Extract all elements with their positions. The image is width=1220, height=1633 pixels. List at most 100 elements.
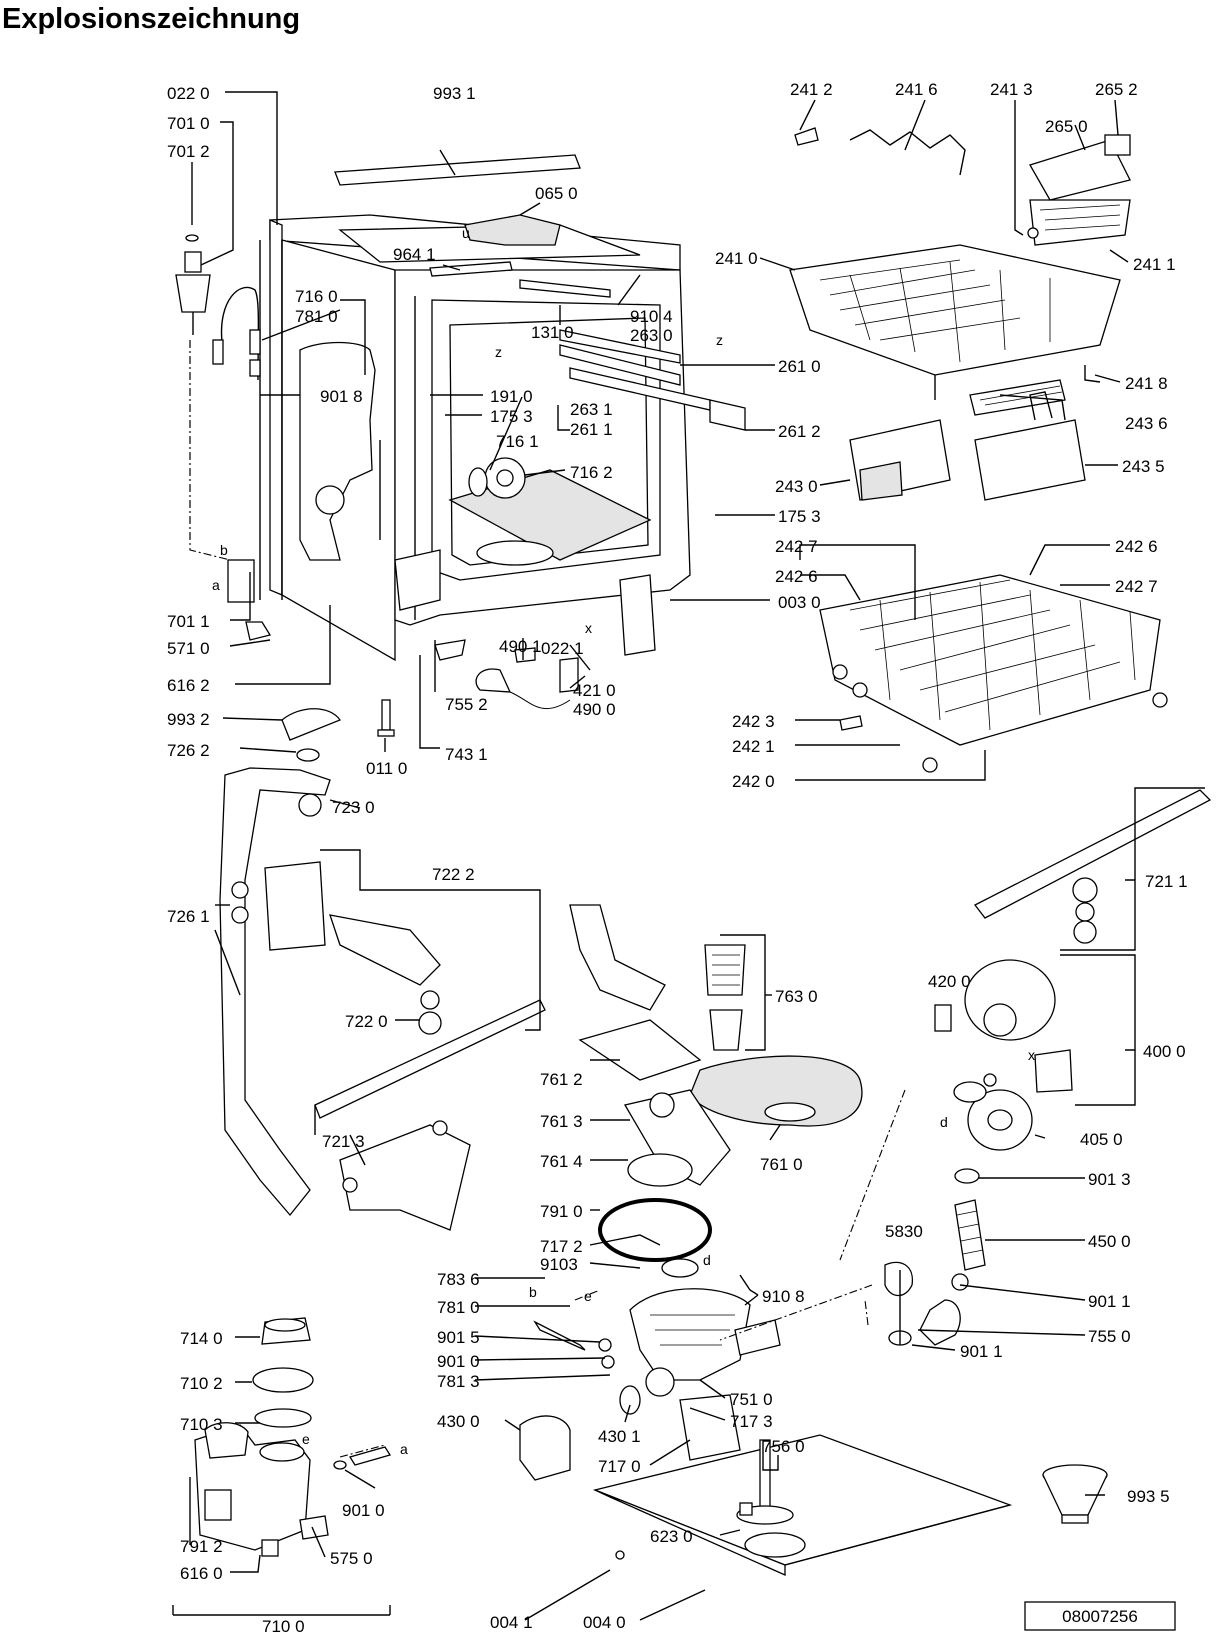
callout-781-0b: 781 0 bbox=[437, 1298, 480, 1317]
strip-964-1 bbox=[429, 261, 513, 277]
callout-993-5: 993 5 bbox=[1127, 1487, 1170, 1506]
callout-717-3: 717 3 bbox=[730, 1412, 773, 1431]
letter-markers: b a z z x x d d b e e a u bbox=[212, 225, 1035, 1457]
callout-901-0b: 901 0 bbox=[342, 1501, 385, 1520]
leader-dashed bbox=[719, 1284, 873, 1341]
spray-pipe-drawing bbox=[219, 748, 546, 1231]
callout-242-7a: 242 7 bbox=[775, 537, 818, 556]
marker-e: e bbox=[584, 1288, 592, 1304]
callout-430-1: 430 1 bbox=[598, 1427, 641, 1446]
callout-243-5: 243 5 bbox=[1122, 457, 1165, 476]
callout-623-0: 623 0 bbox=[650, 1527, 693, 1546]
callout-421-0: 421 0 bbox=[573, 681, 616, 700]
callout-761-3: 761 3 bbox=[540, 1112, 583, 1131]
callout-003-0: 003 0 bbox=[778, 593, 821, 612]
leader-dashed bbox=[864, 1299, 869, 1326]
callout-004-1: 004 1 bbox=[490, 1613, 533, 1632]
drawing-number: 08007256 bbox=[1062, 1607, 1138, 1626]
sump-assembly-drawing bbox=[519, 904, 863, 1481]
callout-910-4: 910 4 bbox=[630, 307, 673, 326]
callout-722-2: 722 2 bbox=[432, 865, 475, 884]
callout-261-1: 261 1 bbox=[570, 420, 613, 439]
callout-901-3: 901 3 bbox=[1088, 1170, 1131, 1189]
callout-241-1: 241 1 bbox=[1133, 255, 1176, 274]
callout-993-1: 993 1 bbox=[433, 84, 476, 103]
callout-901-0a: 901 0 bbox=[437, 1352, 480, 1371]
callout-717-0: 717 0 bbox=[598, 1457, 641, 1476]
leader-dashed bbox=[839, 1089, 906, 1261]
marker-x: x bbox=[1028, 1047, 1035, 1063]
callout-131-0: 131 0 bbox=[531, 323, 574, 342]
callout-616-2: 616 2 bbox=[167, 676, 210, 695]
callout-910-8: 910 8 bbox=[762, 1287, 805, 1306]
callout-722-0: 722 0 bbox=[345, 1012, 388, 1031]
callout-701-0: 701 0 bbox=[167, 114, 210, 133]
callout-993-2: 993 2 bbox=[167, 710, 210, 729]
callout-242-0: 242 0 bbox=[732, 772, 775, 791]
callout-791-2: 791 2 bbox=[180, 1537, 223, 1556]
marker-z: z bbox=[716, 332, 723, 348]
callout-791-0: 791 0 bbox=[540, 1202, 583, 1221]
callout-241-2: 241 2 bbox=[790, 80, 833, 99]
marker-u: u bbox=[462, 225, 470, 241]
callout-243-6: 243 6 bbox=[1125, 414, 1168, 433]
water-softener-drawing bbox=[194, 1317, 392, 1557]
callout-575-0: 575 0 bbox=[330, 1549, 373, 1568]
callout-714-0: 714 0 bbox=[180, 1329, 223, 1348]
callout-5830: 5830 bbox=[885, 1222, 923, 1241]
bracket-261-2 bbox=[709, 399, 746, 431]
callout-710-2: 710 2 bbox=[180, 1374, 223, 1393]
callout-022-1: 022 1 bbox=[541, 639, 584, 658]
strip-131-0 bbox=[519, 279, 611, 298]
funnel-993-5-drawing bbox=[1042, 1464, 1108, 1524]
callout-743-1: 743 1 bbox=[445, 745, 488, 764]
callout-011-0: 011 0 bbox=[366, 759, 407, 778]
callout-717-2: 717 2 bbox=[540, 1237, 583, 1256]
callout-labels: 022 0 701 0 701 2 993 1 065 0 964 1 716 … bbox=[167, 80, 1188, 1633]
leader-lines bbox=[172, 91, 1205, 1621]
cutlery-baskets-drawing bbox=[849, 379, 1086, 501]
callout-242-3: 242 3 bbox=[732, 712, 775, 731]
leader-dashed bbox=[574, 1289, 601, 1301]
callout-263-1: 263 1 bbox=[570, 400, 613, 419]
marker-x: x bbox=[585, 620, 592, 636]
callout-065-0: 065 0 bbox=[535, 184, 578, 203]
callout-783-6: 783 6 bbox=[437, 1270, 480, 1289]
callout-242-1: 242 1 bbox=[732, 737, 775, 756]
callout-701-2: 701 2 bbox=[167, 142, 210, 161]
diagram-title: Explosionszeichnung bbox=[2, 3, 300, 35]
top-strip-993-1 bbox=[334, 154, 581, 186]
callout-9103: 9103 bbox=[540, 1255, 578, 1274]
callout-901-1b: 901 1 bbox=[960, 1342, 1003, 1361]
callout-901-8: 901 8 bbox=[320, 387, 363, 406]
callout-400-0: 400 0 bbox=[1143, 1042, 1186, 1061]
callout-710-3: 710 3 bbox=[180, 1415, 223, 1434]
callout-710-0: 710 0 bbox=[262, 1617, 305, 1633]
callout-175-3a: 175 3 bbox=[490, 407, 533, 426]
callout-761-2: 761 2 bbox=[540, 1070, 583, 1089]
callout-191-0: 191 0 bbox=[490, 387, 533, 406]
callout-242-6b: 242 6 bbox=[1115, 537, 1158, 556]
callout-571-0: 571 0 bbox=[167, 639, 210, 658]
callout-721-1: 721 1 bbox=[1145, 872, 1188, 891]
callout-716-0: 716 0 bbox=[295, 287, 338, 306]
base-tray-drawing bbox=[592, 1434, 1013, 1577]
callout-430-0: 430 0 bbox=[437, 1412, 480, 1431]
callout-751-0: 751 0 bbox=[730, 1390, 773, 1409]
marker-e: e bbox=[302, 1431, 310, 1447]
callout-763-0: 763 0 bbox=[775, 987, 818, 1006]
callout-265-0: 265 0 bbox=[1045, 117, 1088, 136]
callout-022-0: 022 0 bbox=[167, 84, 210, 103]
seal-716-1 bbox=[468, 467, 488, 497]
callout-761-0: 761 0 bbox=[760, 1155, 803, 1174]
callout-756-0: 756 0 bbox=[762, 1437, 805, 1456]
callout-490-1: 490 1 bbox=[499, 637, 542, 656]
insulation-065-0 bbox=[464, 214, 561, 246]
marker-b: b bbox=[529, 1284, 537, 1300]
callout-243-0: 243 0 bbox=[775, 477, 818, 496]
callout-450-0: 450 0 bbox=[1088, 1232, 1131, 1251]
marker-a: a bbox=[212, 577, 220, 593]
callout-716-2: 716 2 bbox=[570, 463, 613, 482]
lower-basket-drawing bbox=[819, 574, 1168, 773]
